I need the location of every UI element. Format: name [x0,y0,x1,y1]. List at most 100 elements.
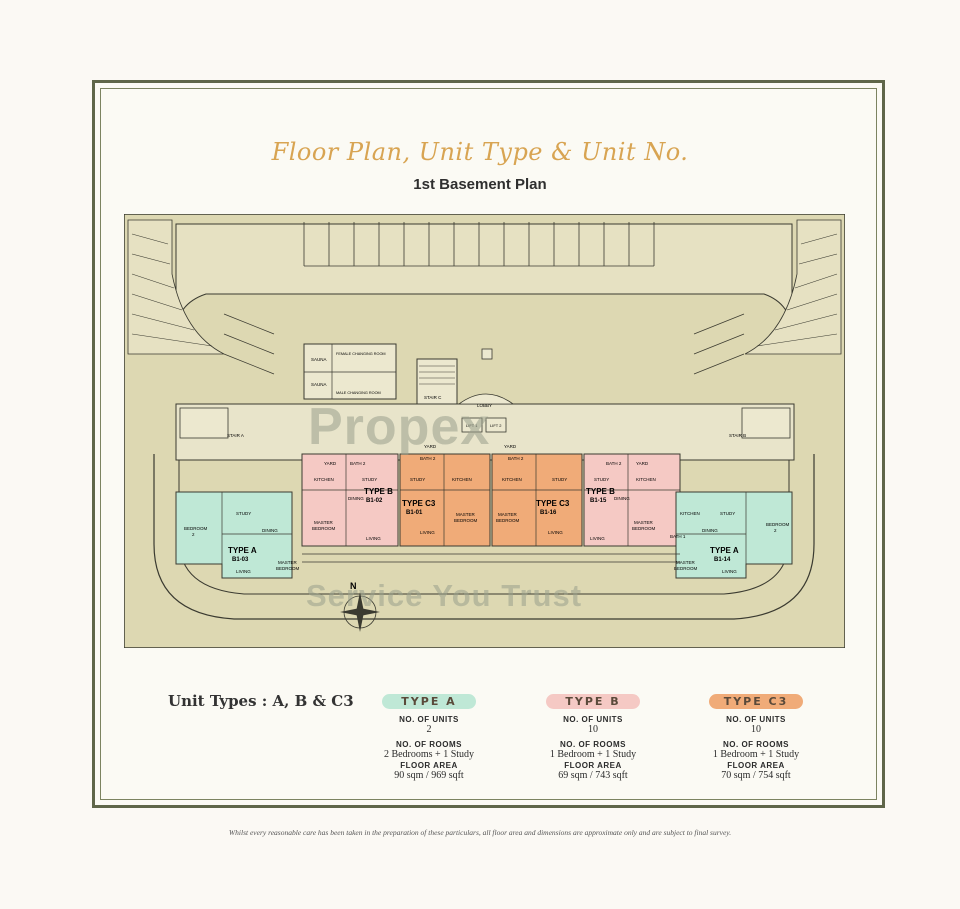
room-label-master2-b1: BEDROOM [312,526,336,531]
type-c3-area-value: 70 sqm / 754 sqft [721,770,791,781]
corridor-band [175,403,795,461]
watermark-brand: Propex [308,398,491,456]
disclaimer-text: Whilst every reasonable care has been ta… [228,828,732,837]
room-label-master-b1: MASTER [314,520,334,525]
stair-c [416,358,458,405]
type-b-area-label: FLOOR AREA [564,761,622,770]
inner-frame [100,88,877,800]
room-label-living-a2: LIVING [722,569,737,574]
room-label-bath2-c2: BATH 2 [508,456,524,461]
unit-b1-03-no: B1-03 [232,557,249,563]
unit-b1-16-type: TYPE C3 [536,499,570,508]
type-b-units-value: 10 [588,724,598,735]
room-label-dining-a1: DINING [262,528,278,533]
room-label-dining-a2: DINING [702,528,718,533]
unit-b1-02-no: B1-02 [366,498,383,504]
legend-type-c3: TYPE C3 NO. OF UNITS 10 NO. OF ROOMS 1 B… [681,692,831,781]
unit-b1-14-no: B1-14 [714,557,731,563]
type-b-area-value: 69 sqm / 743 sqft [558,770,628,781]
stair-a-label: STAIR A [227,433,244,438]
room-label-master-c1: MASTER [456,512,476,517]
room-label-kitchen-a2: KITCHEN [680,511,700,516]
unit-b1-14-type: TYPE A [710,546,739,555]
lift-2 [485,417,507,433]
type-a-rooms-label: NO. OF ROOMS [396,740,462,749]
room-label-yard-c2: YARD [504,444,517,449]
room-label-bedroom2-num-a1: 2 [192,532,195,537]
ramp-hatching [131,233,838,347]
unit-b1-16 [491,453,583,547]
parking-bays-side [223,313,745,375]
room-label-bedroom2-num-a2: 2 [774,528,777,533]
type-a-area-value: 90 sqm / 969 sqft [394,770,464,781]
room-label-master2-c1: BEDROOM [454,518,478,523]
page-title: Floor Plan, Unit Type & Unit No. [271,138,689,166]
type-a-units-value: 2 [426,724,432,735]
driveway-bottom [153,454,815,620]
room-label-kitchen-b2: KITCHEN [636,477,656,482]
type-a-units-label: NO. OF UNITS [399,715,459,724]
room-label-kitchen-b1: KITCHEN [314,477,334,482]
north-label: N [350,581,357,591]
ramp-right [744,219,842,355]
unit-b1-01-no: B1-01 [406,510,423,516]
female-changing-label: FEMALE CHANGING ROOM [336,352,386,356]
lift-1 [461,417,483,433]
type-b-rooms-value: 1 Bedroom + 1 Study [549,749,637,760]
plan-subtitle: 1st Basement Plan [413,176,547,193]
lobby-label: LOBBY [477,403,492,408]
unit-b1-15-no: B1-15 [590,498,607,504]
room-label-dining-b2: DINING [614,496,630,501]
room-label-study-a2: STUDY [720,511,735,516]
unit-b1-16-no: B1-16 [540,510,557,516]
parking-bays-top [303,222,655,267]
stair-b-label: STAIR B [729,433,746,438]
legend-type-b: TYPE B NO. OF UNITS 10 NO. OF ROOMS 1 Be… [518,692,668,781]
type-c3-rooms-value: 1 Bedroom + 1 Study [712,749,800,760]
room-label-master2-a1: BEDROOM [276,566,300,571]
unit-b1-01 [399,453,491,547]
room-label-master-c2: MASTER [498,512,518,517]
room-label-bedroom2-a1: BEDROOM [184,526,208,531]
type-a-area-label: FLOOR AREA [400,761,458,770]
lift-1-label: LIFT 1 [466,423,478,428]
type-c3-units-value: 10 [751,724,761,735]
unit-b1-02-type: TYPE B [364,487,393,496]
room-label-living-b2: LIVING [590,536,605,541]
room-label-master-a1: MASTER [278,560,298,565]
unit-b1-03 [175,491,293,579]
stair-c-label: STAIR C [424,395,442,400]
stair-b [741,407,791,439]
room-label-master-b2: MASTER [634,520,654,525]
room-label-bath2-c1: BATH 2 [420,456,436,461]
room-label-yard-c1: YARD [424,444,437,449]
unit-types-heading: Unit Types : A, B & C3 [168,692,354,710]
north-compass [340,592,380,632]
room-label-living-b1: LIVING [366,536,381,541]
room-label-dining-b1: DINING [348,496,364,501]
room-label-living-c2: LIVING [548,530,563,535]
utility-box [481,348,493,360]
type-c3-area-label: FLOOR AREA [727,761,785,770]
type-b-rooms-label: NO. OF ROOMS [560,740,626,749]
changing-room-block [303,343,397,400]
room-label-master-a2: MASTER [676,560,696,565]
type-c3-units-label: NO. OF UNITS [726,715,786,724]
unit-b1-14 [675,491,793,579]
room-label-study-c1: STUDY [410,477,425,482]
room-label-kitchen-c1: KITCHEN [452,477,472,482]
room-label-living-c1: LIVING [420,530,435,535]
floor-plan: SAUNA SAUNA FEMALE CHANGING ROOM MALE CH… [124,214,845,648]
unit-b1-15-type: TYPE B [586,487,615,496]
room-label-study-a1: STUDY [236,511,251,516]
type-c3-badge: TYPE C3 [709,694,803,709]
unit-b1-15 [583,453,681,547]
male-changing-label: MALE CHANGING ROOM [336,391,381,395]
room-label-study-b2: STUDY [594,477,609,482]
room-label-yard-b1: YARD [324,461,337,466]
stair-a [179,407,229,439]
unit-b1-02 [301,453,399,547]
watermark-tagline: Service You Trust [306,578,583,613]
legend-type-a: TYPE A NO. OF UNITS 2 NO. OF ROOMS 2 Bed… [354,692,504,781]
room-label-study-b1: STUDY [362,477,377,482]
